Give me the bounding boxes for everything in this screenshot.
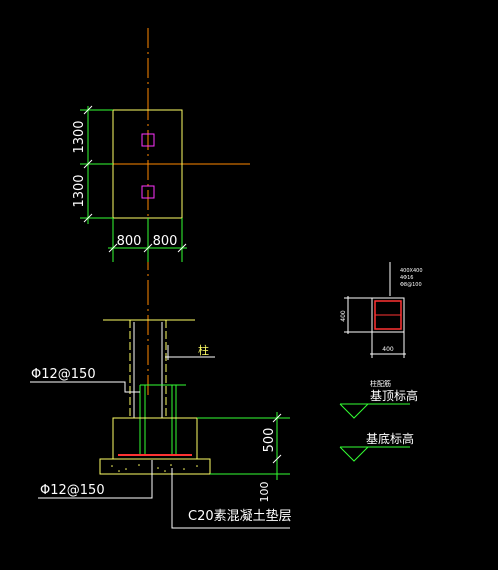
pad-label-leader: [171, 468, 290, 529]
elev-top-triangle: [339, 403, 369, 419]
plan-dim-bottom-text: 1300: [72, 174, 87, 207]
plan-dim-tick-r: [177, 243, 187, 253]
rebar-bottom-label: Φ12@150: [40, 483, 105, 498]
depth-dim-tick-bot: [272, 454, 282, 464]
detail-label: 柱配筋: [370, 379, 391, 388]
elev-top-label: 基顶标高: [370, 388, 418, 403]
plan-dim-right-text: 800: [153, 234, 178, 249]
detail-note-2: 4Φ16: [400, 275, 413, 281]
pad-hatch: [111, 464, 198, 472]
plan-view: 1300 1300 800 800: [72, 28, 250, 285]
plan-dim-left-text: 800: [117, 234, 142, 249]
plan-dim-top-text: 1300: [72, 120, 87, 153]
plan-dim-tick-mid: [83, 159, 93, 169]
pad-label: C20素混凝土垫层: [188, 508, 292, 524]
plan-dim-tick-c: [143, 243, 153, 253]
rebar-bottom-leader: [38, 460, 153, 499]
plan-dim-tick-bot: [83, 213, 93, 223]
elev-bottom-triangle: [339, 446, 369, 462]
depth-dim-tick-top: [272, 413, 282, 423]
dowel-bars: [139, 384, 186, 455]
plan-dim-tick-top: [83, 105, 93, 115]
rebar-top-leader: [30, 381, 140, 393]
depth-dim-text: 500: [262, 428, 277, 453]
plan-column-upper: [141, 133, 155, 147]
detail-note-1: 400X400: [400, 268, 423, 274]
elevation-markers: 基顶标高 基底标高: [339, 388, 418, 462]
elev-bottom-label: 基底标高: [366, 431, 414, 446]
section-footing: [112, 417, 198, 460]
detail-column-outline: [371, 297, 405, 333]
detail-width-dim-text: 400: [382, 346, 394, 353]
column-label: 柱: [198, 343, 209, 357]
section-view: 柱 Φ12@150 Φ12@150 500 100 C20素混凝土垫层: [30, 285, 292, 529]
rebar-top-label: Φ12@150: [31, 367, 96, 382]
detail-height-dim-text: 400: [340, 310, 347, 322]
detail-note-3: Φ8@100: [400, 282, 422, 288]
pad-dim-text: 100: [258, 482, 271, 503]
plan-column-lower: [141, 185, 155, 199]
plan-dim-tick-l: [108, 243, 118, 253]
section-concrete-pad: [99, 458, 211, 475]
column-detail: 400X400 4Φ16 Φ8@100 400 400 柱配筋: [340, 262, 423, 388]
